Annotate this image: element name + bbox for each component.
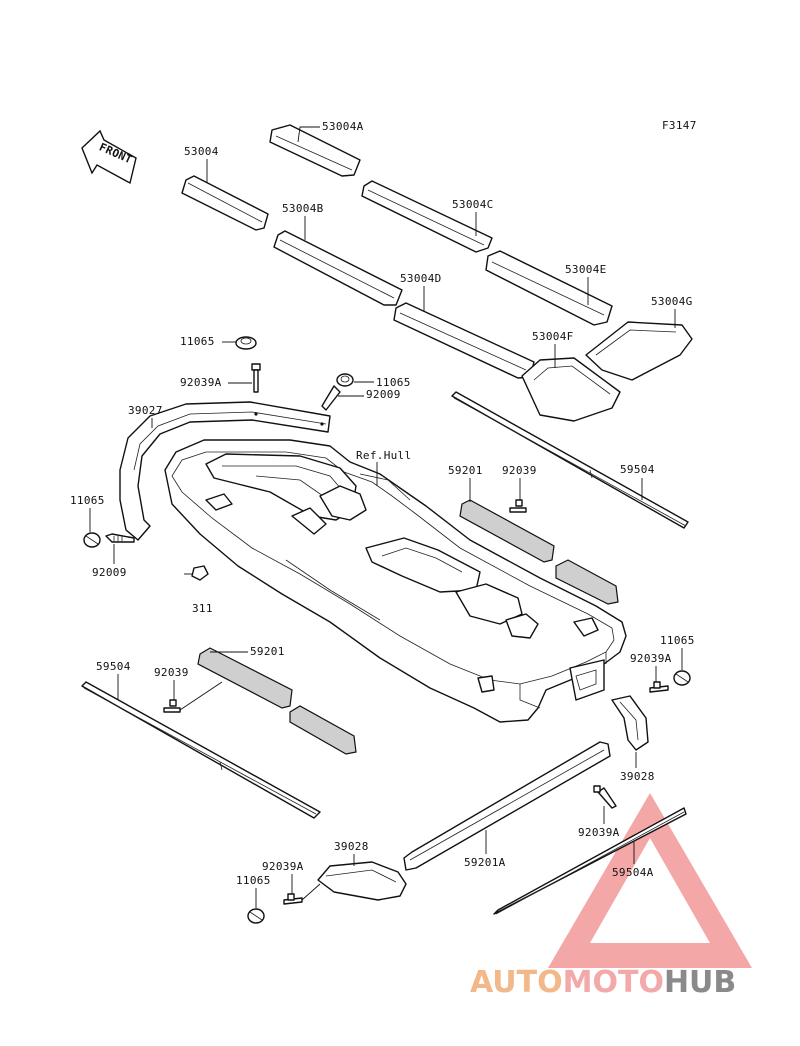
mat-53004E [485, 250, 613, 326]
watermark-triangle [548, 793, 752, 968]
label-59504-a: 59504 [620, 463, 655, 476]
cap-11065-rear [673, 670, 691, 686]
bumper-39028-right [611, 695, 649, 751]
mat-53004G [585, 321, 693, 381]
bolt-92039A-rear [649, 681, 669, 693]
guard-59201-upper [459, 499, 619, 605]
label-11065-a: 11065 [180, 335, 215, 348]
label-53004G: 53004G [651, 295, 693, 308]
mat-53004B [273, 230, 403, 306]
label-53004A: 53004A [322, 120, 364, 133]
guard-59201-lower [197, 647, 357, 755]
cap-11065-bottom [247, 908, 265, 924]
nut-311 [191, 565, 209, 581]
label-53004E: 53004E [565, 263, 607, 276]
label-11065-c: 11065 [70, 494, 105, 507]
label-92009-b: 92009 [92, 566, 127, 579]
ref-hull-label: Ref.Hull [356, 449, 411, 462]
bolt-92009-upper [321, 385, 341, 411]
bolt-92039A-lower-right [593, 785, 617, 809]
label-311: 311 [192, 602, 213, 615]
bolt-92039A-bottom [283, 893, 303, 905]
label-92039A-b: 92039A [630, 652, 672, 665]
label-11065-d: 11065 [660, 634, 695, 647]
label-92009-a: 92009 [366, 388, 401, 401]
label-92039A-d: 92039A [262, 860, 304, 873]
bumper-39028-bottom [317, 861, 407, 901]
rail-59504-upper [451, 391, 689, 529]
label-92039-b: 92039 [154, 666, 189, 679]
label-53004C: 53004C [452, 198, 494, 211]
rail-59504-lower [81, 681, 321, 819]
bolt-92009-left [105, 533, 135, 543]
label-53004: 53004 [184, 145, 219, 158]
label-59201-b: 59201 [250, 645, 285, 658]
mat-53004 [181, 175, 269, 231]
mat-53004A [269, 124, 361, 177]
label-53004F: 53004F [532, 330, 574, 343]
label-92039A-c: 92039A [578, 826, 620, 839]
label-59201A: 59201A [464, 856, 506, 869]
mat-53004D [393, 302, 535, 379]
rail-59504A [493, 807, 687, 915]
front-arrow-icon: FRONT [81, 129, 137, 185]
mat-53004C [361, 180, 493, 253]
cap-11065-left [83, 532, 101, 548]
label-11065-e: 11065 [236, 874, 271, 887]
label-59504A: 59504A [612, 866, 654, 879]
label-39028-a: 39028 [620, 770, 655, 783]
label-53004D: 53004D [400, 272, 442, 285]
label-92039-a: 92039 [502, 464, 537, 477]
label-53004B: 53004B [282, 202, 324, 215]
mat-53004F [521, 357, 621, 422]
label-59504-b: 59504 [96, 660, 131, 673]
label-59201-a: 59201 [448, 464, 483, 477]
bolt-92039-upper [509, 499, 527, 513]
label-11065-b: 11065 [376, 376, 411, 389]
guard-59201A [403, 741, 611, 871]
bolt-92039-lower [163, 699, 181, 713]
hull-body [164, 439, 627, 723]
label-92039A-a: 92039A [180, 376, 222, 389]
cap-11065-right [336, 373, 354, 387]
figure-code: F3147 [662, 119, 697, 132]
label-39028-b: 39028 [334, 840, 369, 853]
label-39027: 39027 [128, 404, 163, 417]
bolt-92039A-upper [251, 363, 261, 393]
bumper-39027 [119, 401, 331, 541]
watermark: AUTOMOTOHUB [470, 965, 736, 1000]
cap-11065-upper [235, 336, 257, 350]
